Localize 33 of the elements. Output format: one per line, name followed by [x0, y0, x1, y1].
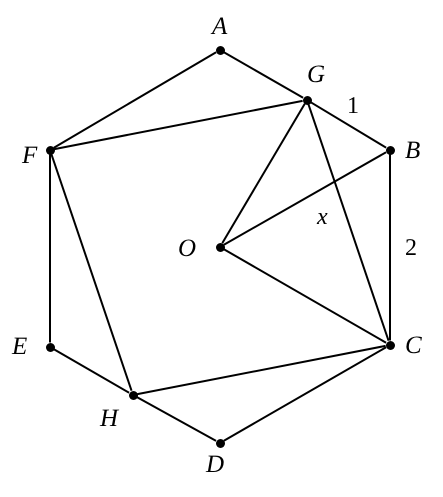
point-label: C: [405, 333, 422, 358]
line-segment: [49, 154, 51, 342]
point-label: D: [206, 452, 224, 477]
point-dot: [302, 96, 312, 104]
point-label: G: [307, 62, 326, 87]
point-dot: [216, 242, 224, 252]
line-segment: [223, 248, 387, 344]
point-label: B: [405, 138, 420, 163]
line-segment: [389, 154, 391, 340]
point-dot: [46, 146, 54, 154]
point-dot: [216, 46, 224, 54]
point-dot: [46, 342, 54, 352]
line-segment: [223, 151, 387, 246]
point-label: E: [12, 334, 28, 359]
line-segment: [223, 346, 387, 442]
line-segment: [221, 103, 306, 244]
line-segment: [310, 101, 387, 149]
line-segment: [54, 100, 303, 150]
line-segment: [53, 51, 217, 149]
point-label: H: [100, 406, 118, 431]
point-dot: [216, 438, 224, 448]
line-segment: [136, 396, 217, 442]
point-dot: [386, 146, 394, 154]
point-label: A: [212, 14, 228, 39]
line-segment: [50, 154, 132, 392]
point-dot: [386, 340, 394, 350]
point-dot: [128, 390, 138, 400]
line-segment: [223, 51, 304, 99]
point-label: O: [178, 236, 196, 261]
point-label: F: [22, 143, 38, 168]
line-segment: [308, 104, 390, 342]
line-segment: [53, 348, 130, 394]
line-segment: [137, 344, 386, 396]
